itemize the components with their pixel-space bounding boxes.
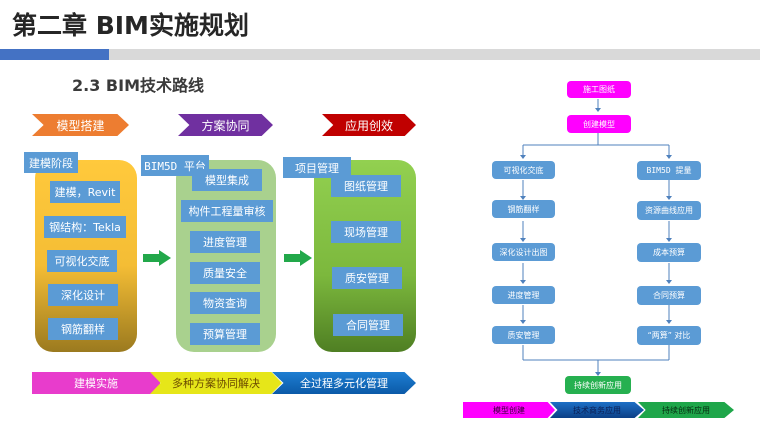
flow-left-step: 深化设计出图 [492,243,555,261]
bim5d-item: 质量安全 [190,262,260,284]
flow-create-model: 创建模型 [567,115,631,133]
flow-right-step: 成本预算 [637,243,701,262]
title-divider-bar [109,49,760,60]
flowchart-connectors [520,99,672,376]
bim5d-item: 预算管理 [190,323,260,345]
bottom-stage-management: 全过程多元化管理 [272,372,416,394]
flow-right-step: 合同预算 [637,286,701,305]
phase-chevron-modeling: 模型搭建 [32,114,129,136]
flow-left-step: 质安管理 [492,326,555,344]
project-item: 图纸管理 [331,175,401,197]
project-item: 合同管理 [333,314,403,336]
flow-left-step: 进度管理 [492,286,555,304]
flow-bar-model-creation: 模型创建 [463,402,555,418]
flow-right-step: “两算” 对比 [637,326,701,345]
title-accent-bar [0,49,109,60]
flow-left-step: 钢筋翻样 [492,200,555,218]
modeling-stage-tag: 建模阶段 [24,152,78,173]
chapter-title: 第二章 BIM实施规划 [12,11,249,40]
green-arrow-icon [284,250,312,266]
bottom-stage-collaboration: 多种方案协同解决 [150,372,282,394]
bim5d-platform-panel [176,160,276,352]
modeling-item: 钢筋翻样 [48,318,118,340]
flow-bar-continuous-innovation: 持续创新应用 [638,402,734,418]
project-item: 质安管理 [332,267,402,289]
bim5d-item: 模型集成 [192,169,262,191]
flow-right-step: BIM5D 提量 [637,161,701,180]
flow-bar-tech-business: 技术商务应用 [550,402,644,418]
flow-left-step: 可视化交底 [492,161,555,179]
modeling-item: 建模，Revit [50,181,120,203]
section-title: 2.3 BIM技术路线 [72,76,204,95]
flow-start-drawings: 施工图纸 [567,81,631,98]
bim5d-item: 物资查询 [190,292,260,314]
project-item: 现场管理 [331,221,401,243]
phase-chevron-collaboration: 方案协同 [178,114,273,136]
modeling-item: 钢结构：Tekla [44,216,126,238]
modeling-item: 深化设计 [48,284,118,306]
bim5d-item: 进度管理 [190,231,260,253]
flow-right-step: 资源曲线应用 [637,201,701,220]
project-management-tag: 项目管理 [283,157,351,178]
bottom-stage-modeling: 建模实施 [32,372,160,394]
phase-chevron-application: 应用创效 [322,114,416,136]
modeling-item: 可视化交底 [47,250,117,272]
flow-end-innovation: 持续创新应用 [565,376,631,394]
bim5d-item: 构件工程量审核 [181,200,273,222]
green-arrow-icon [143,250,171,266]
